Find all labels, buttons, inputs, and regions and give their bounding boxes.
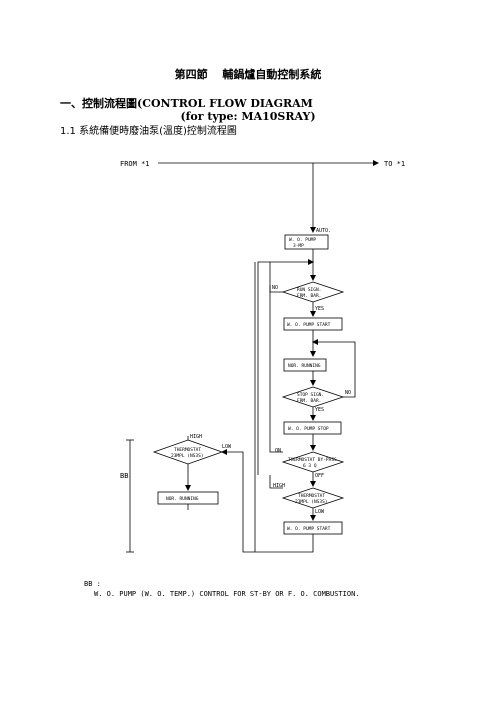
bottom-return bbox=[221, 449, 314, 553]
from-label: FROM *1 bbox=[120, 160, 150, 168]
nor-running-box bbox=[283, 358, 327, 372]
thermostat-left-label-1: THERMOSTAT bbox=[174, 447, 201, 453]
low-label: LOW bbox=[315, 509, 325, 515]
tmpl-label-1: THERMOSTAT bbox=[298, 493, 325, 499]
subtitle: 1.1 系統備便時廢油泵(溫度)控制流程圖 bbox=[60, 126, 237, 137]
wo-pump-start-bottom-label: W. O. PUMP START bbox=[287, 526, 331, 532]
wo-pump-label-2: 3-MP bbox=[293, 243, 304, 249]
high-branch bbox=[269, 475, 283, 489]
run-sign-label-2: FRM. BAR. bbox=[297, 293, 321, 299]
wo-pump-label-1: W. O. PUMP bbox=[289, 237, 316, 243]
low-left-label: LOW bbox=[222, 444, 232, 450]
yes-label: YES bbox=[315, 306, 324, 312]
to-label: TO *1 bbox=[384, 160, 405, 168]
no-label-2: NO bbox=[345, 390, 351, 396]
return-line bbox=[257, 259, 314, 475]
wo-pump-3mp-box bbox=[284, 234, 329, 250]
thermostat-left-label-2: 23MPL (NS3S) bbox=[171, 453, 204, 459]
auto-label: AUTO. bbox=[316, 228, 331, 234]
off-label: OFF bbox=[315, 473, 324, 479]
high-left-label: HIGH bbox=[190, 434, 202, 440]
bypass-label-2: 6 3 Q bbox=[303, 463, 317, 469]
tmpl-label-2: 23MPL (NS3S) bbox=[295, 499, 328, 505]
run-sign-label-1: RUN SIGN. bbox=[297, 287, 321, 293]
wo-pump-stop-label: W. O. PUMP STOP bbox=[288, 426, 329, 432]
main-title: 一、控制流程圖(CONTROL FLOW DIAGRAM bbox=[60, 97, 313, 110]
wo-pump-stop-box bbox=[283, 421, 342, 435]
wo-pump-start-label: W. O. PUMP START bbox=[287, 322, 331, 328]
section-title: 第四節 輔鍋爐自動控制系統 bbox=[174, 68, 322, 81]
bb-label: BB bbox=[120, 472, 128, 480]
bypass-label-1: THERMOSTAT BY-PASS bbox=[288, 457, 337, 463]
on-branch bbox=[269, 262, 283, 453]
yes-label-2: YES bbox=[315, 407, 324, 413]
nor-running-label: NOR. RUNNING bbox=[288, 363, 321, 369]
stop-sign-label-1: STOP SIGN. bbox=[297, 392, 324, 398]
type-line: (for type: MA10SRAY) bbox=[180, 110, 316, 123]
high-label: HIGH bbox=[273, 483, 285, 489]
no-label: NO bbox=[272, 285, 278, 291]
footnote-line: W. O. PUMP (W. O. TEMP.) CONTROL FOR ST-… bbox=[94, 590, 360, 598]
no-loop bbox=[312, 339, 356, 398]
stop-sign-label-2: FRM. BAR. bbox=[297, 398, 321, 404]
footnote-bb: BB : bbox=[84, 580, 101, 588]
nor-running-left-label: NOR. RUNNING bbox=[166, 496, 199, 502]
on-label: ON bbox=[275, 448, 281, 454]
